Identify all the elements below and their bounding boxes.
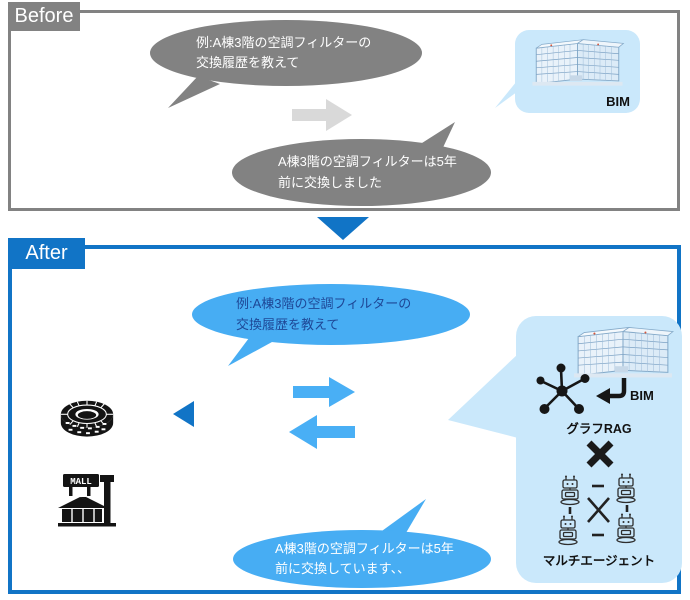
knowledge-panel-tail bbox=[448, 354, 518, 438]
answer-line-1: A棟3階の空調フィルターは5年 bbox=[275, 540, 454, 556]
answer-line-2: 前に交換しました bbox=[278, 174, 383, 190]
after-title-tab: After bbox=[8, 238, 85, 269]
return-arrow-icon bbox=[596, 378, 627, 404]
question-line-2: 交換履歴を教えて bbox=[236, 316, 340, 332]
bim-card-tail bbox=[495, 76, 521, 108]
output-left-arrow-icon bbox=[173, 401, 194, 427]
before-answer-bubble: A棟3階の空調フィルターは5年 前に交換しました bbox=[232, 139, 491, 206]
knowledge-panel: BIM グラフRAG マルチエージェント bbox=[516, 316, 682, 583]
after-title: After bbox=[25, 242, 68, 264]
question-line-2: 交換履歴を教えて bbox=[196, 55, 300, 70]
before-title: Before bbox=[14, 5, 74, 27]
before-title-tab: Before bbox=[8, 2, 80, 31]
mall-sign-text: MALL bbox=[70, 477, 92, 487]
answer-line-1: A棟3階の空調フィルターは5年 bbox=[278, 154, 457, 170]
request-right-arrow-icon bbox=[293, 377, 355, 407]
multi-agent-icon bbox=[558, 473, 636, 546]
before-section bbox=[8, 10, 680, 211]
bim-label: BIM bbox=[630, 388, 654, 403]
cross-icon bbox=[586, 440, 614, 468]
stadium-icon bbox=[56, 392, 118, 454]
multi-agent-label: マルチエージェント bbox=[542, 554, 656, 568]
graph-rag-label: グラフRAG bbox=[566, 422, 632, 436]
after-question-bubble: 例:A棟3階の空調フィルターの 交換履歴を教えて bbox=[192, 284, 470, 345]
mall-icon: MALL bbox=[56, 469, 120, 533]
answer-line-2: 前に交換しています、、 bbox=[275, 561, 411, 576]
graph-rag-icon bbox=[536, 363, 590, 414]
question-line-1: 例:A棟3階の空調フィルターの bbox=[196, 34, 372, 50]
gray-right-arrow-icon bbox=[292, 99, 352, 131]
before-question-bubble: 例:A棟3階の空調フィルターの 交換履歴を教えて bbox=[150, 20, 422, 86]
after-question-bubble-tail bbox=[228, 334, 272, 366]
before-question-bubble-tail bbox=[168, 76, 220, 108]
section-transition-down-arrow-icon bbox=[317, 217, 369, 240]
question-line-1: 例:A棟3階の空調フィルターの bbox=[236, 296, 412, 312]
bim-card: BIM bbox=[515, 30, 640, 113]
after-answer-bubble: A棟3階の空調フィルターは5年 前に交換しています、、 bbox=[233, 530, 491, 588]
bim-building-icon bbox=[532, 39, 624, 87]
response-left-arrow-icon bbox=[289, 415, 355, 449]
bim-label: BIM bbox=[606, 94, 630, 109]
